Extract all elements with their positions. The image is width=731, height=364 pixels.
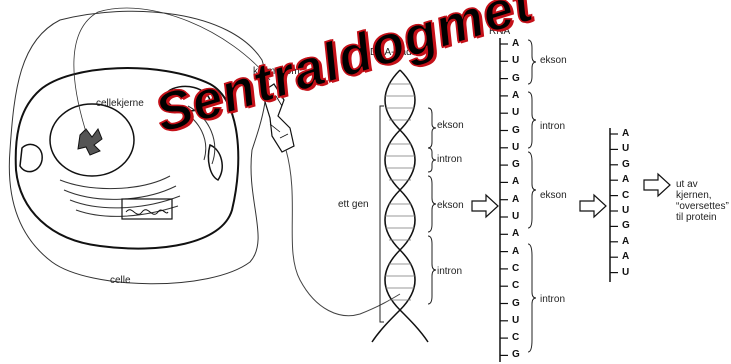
arrow-dna-to-rna xyxy=(472,195,498,217)
nucleotide: U xyxy=(512,316,519,326)
nucleotide: A xyxy=(512,229,519,239)
rna-intron-label: intron xyxy=(540,295,565,305)
nucleotide: G xyxy=(512,350,520,360)
rna-ticks xyxy=(500,44,508,355)
nucleotide: U xyxy=(622,268,629,278)
nucleotide: U xyxy=(512,212,519,222)
arrow-rna-to-mrna xyxy=(580,195,606,217)
nucleotide: C xyxy=(512,281,519,291)
nucleotide: U xyxy=(622,206,629,216)
nucleotide: G xyxy=(512,74,520,84)
nucleotide: U xyxy=(512,143,519,153)
nucleotide: G xyxy=(512,126,520,136)
nucleotide: A xyxy=(622,252,629,262)
gene-label: ett gen xyxy=(338,200,369,210)
chromatin-strand xyxy=(286,150,400,316)
dna-strand-b xyxy=(372,70,415,342)
gene-bracket xyxy=(380,106,384,322)
mitochondrion xyxy=(208,145,222,180)
nucleotide: A xyxy=(512,91,519,101)
out-of-nucleus-label: kjernen, xyxy=(676,191,712,201)
cell-outline xyxy=(9,11,266,284)
nucleotide: G xyxy=(622,221,630,231)
nucleotide: A xyxy=(512,247,519,257)
rna-intron-label: intron xyxy=(540,122,565,132)
rna-exon-label: ekson xyxy=(540,56,567,66)
chromatin xyxy=(78,129,102,155)
nucleotide: C xyxy=(512,333,519,343)
dna-strand-a xyxy=(385,70,428,342)
mrna-ticks xyxy=(610,134,618,273)
nucleus-label: cellekjerne xyxy=(96,99,144,109)
rna-exon-label: ekson xyxy=(540,191,567,201)
nucleotide: G xyxy=(622,160,630,170)
nucleotide: U xyxy=(622,144,629,154)
dna-intron-label: intron xyxy=(437,267,462,277)
dna-exon-label: ekson xyxy=(437,121,464,131)
nucleotide: U xyxy=(512,108,519,118)
nucleotide: A xyxy=(622,175,629,185)
mitochondrion xyxy=(20,144,42,171)
nucleotide: A xyxy=(622,237,629,247)
nucleotide: A xyxy=(512,195,519,205)
arrow-mrna-out xyxy=(644,174,670,196)
nucleotide: A xyxy=(512,39,519,49)
dna-intron-label: intron xyxy=(437,155,462,165)
nucleotide: A xyxy=(622,129,629,139)
cell-label: celle xyxy=(110,276,131,286)
nucleotide: G xyxy=(512,160,520,170)
nucleotide: C xyxy=(512,264,519,274)
nucleotide: A xyxy=(512,177,519,187)
nucleotide: G xyxy=(512,299,520,309)
out-of-nucleus-label: “oversettes” xyxy=(676,202,729,212)
nucleotide: C xyxy=(622,191,629,201)
out-of-nucleus-label: til protein xyxy=(676,213,717,223)
out-of-nucleus-label: ut av xyxy=(676,180,698,190)
nucleotide: U xyxy=(512,56,519,66)
dna-exon-label: ekson xyxy=(437,201,464,211)
